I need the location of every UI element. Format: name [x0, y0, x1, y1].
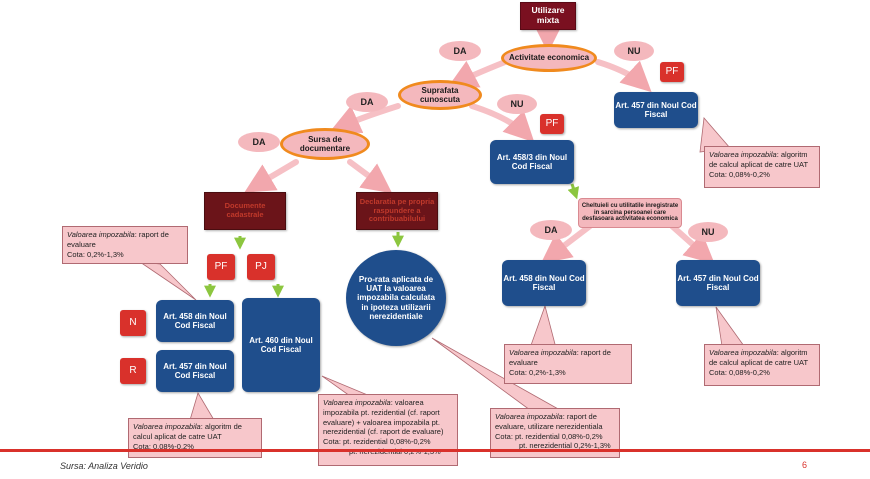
connector-activitate-art457 — [595, 59, 652, 93]
note-algoritm-right: Valoarea impozabila: algoritm de calcul … — [704, 344, 820, 386]
prorata-node: Pro-rata aplicata de UAT la valoarea imp… — [346, 250, 446, 346]
connector-suprafata-sursa — [329, 103, 401, 133]
art458-right-node: Art. 458 din Noul Cod Fiscal — [502, 260, 586, 306]
documente-cadastrale-node: Documente cadastrale — [204, 192, 286, 230]
note-raport-left: Valoarea impozabila: raport de evaluare … — [62, 226, 188, 264]
pf-tag: PF — [660, 62, 684, 82]
connector-sursa-doc — [244, 159, 299, 193]
note-algoritm-bottom-left: Valoarea impozabila: algoritm de calcul … — [128, 418, 262, 458]
r-tag: R — [120, 358, 146, 384]
cheltuieli-node: Cheltuieli cu utilitatile inregistrate i… — [578, 198, 682, 228]
art460-node: Art. 460 din Noul Cod Fiscal — [242, 298, 320, 392]
pointer-mixt — [321, 375, 371, 397]
declaratia-node: Declaratia pe propria raspundere a contr… — [356, 192, 438, 230]
activitate-economica-node: Activitate economica — [501, 44, 597, 72]
pointer-raport-right — [529, 304, 557, 349]
pointer-algoritm-bottom-left — [189, 392, 215, 421]
da-label: DA — [439, 41, 481, 61]
pink-connectors — [244, 23, 715, 264]
nu-label: NU — [497, 94, 537, 114]
pointer-algoritm-right — [715, 306, 745, 347]
art457-top-node: Art. 457 din Noul Cod Fiscal — [614, 92, 698, 128]
da-label: DA — [530, 220, 572, 240]
note-raport-right: Valoarea impozabila: raport de evaluare … — [504, 344, 632, 384]
connector-art4583-cheltuieli — [567, 183, 580, 200]
pj-tag: PJ — [247, 254, 275, 280]
suprafata-cunoscuta-node: Suprafata cunoscuta — [398, 80, 482, 110]
sursa-documentare-node: Sursa de documentare — [280, 128, 370, 160]
connector-suprafata-art4583 — [469, 103, 535, 143]
connector-cheltuieli-art457 — [669, 223, 715, 264]
art4583-node: Art. 458/3 din Noul Cod Fiscal — [490, 140, 574, 184]
connector-activitate-suprafata — [447, 59, 508, 89]
nu-label: NU — [688, 222, 728, 242]
art457-right-node: Art. 457 din Noul Cod Fiscal — [676, 260, 760, 306]
pf-tag: PF — [207, 254, 235, 280]
source-caption: Sursa: Analiza Veridio — [60, 461, 148, 471]
nu-label: NU — [614, 41, 654, 61]
pf-tag: PF — [540, 114, 564, 134]
art458-left-node: Art. 458 din Noul Cod Fiscal — [156, 300, 234, 342]
page-number: 6 — [802, 460, 808, 470]
n-tag: N — [120, 310, 146, 336]
connector-cheltuieli-art458 — [540, 223, 593, 264]
pointer-raport-left — [139, 261, 197, 301]
note-mixt: Valoarea impozabila: valoarea impozabila… — [318, 394, 458, 466]
art457-left-node: Art. 457 din Noul Cod Fiscal — [156, 350, 234, 392]
root-node: Utilizare mixta — [520, 2, 576, 30]
da-label: DA — [346, 92, 388, 112]
note-algoritm-top: Valoarea impozabila: algoritm de calcul … — [704, 146, 820, 188]
connector-sursa-declaratia — [347, 159, 393, 194]
green-connectors — [204, 183, 580, 298]
da-label: DA — [238, 132, 280, 152]
footer-rule — [0, 449, 870, 452]
